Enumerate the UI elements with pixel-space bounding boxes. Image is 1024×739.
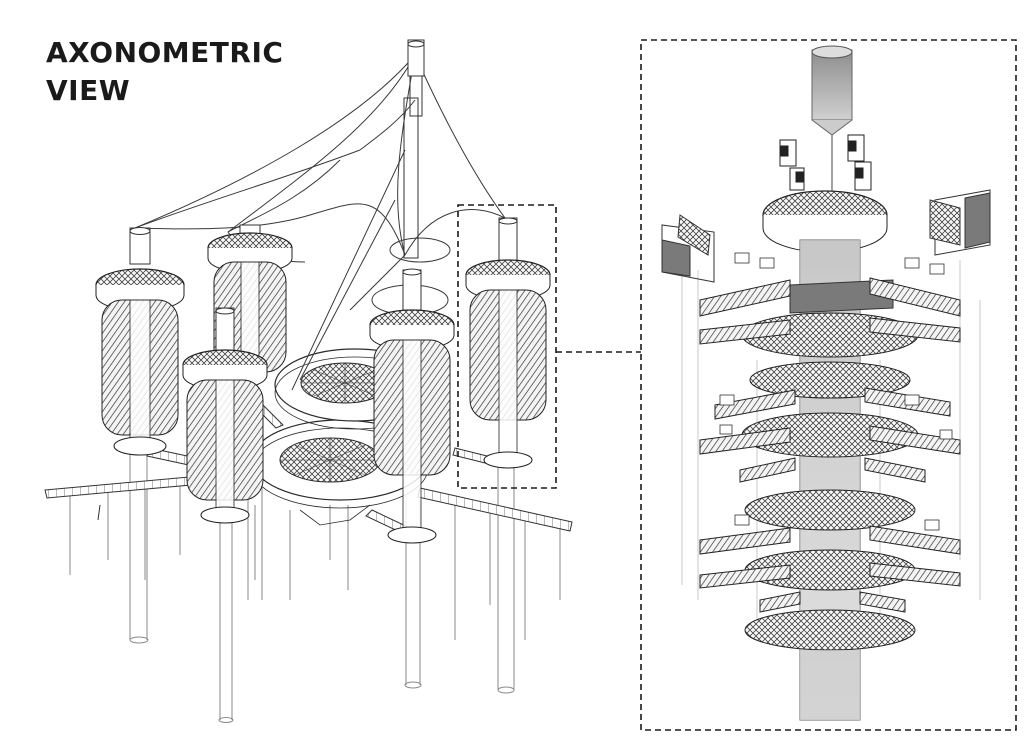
tower-1 <box>95 227 185 456</box>
top-silo <box>811 49 853 121</box>
support-columns <box>69 455 561 723</box>
rooftop-tanks <box>779 134 872 191</box>
membrane-roof <box>134 54 506 391</box>
tower-highlight-box <box>457 204 557 489</box>
detail-callout <box>457 39 1017 731</box>
roof-edge-band <box>97 504 101 521</box>
planter-arms <box>699 277 961 613</box>
title-line-1: AXONOMETRIC <box>46 36 284 69</box>
title-line-2: VIEW <box>46 74 131 107</box>
tower-detail-view <box>661 45 991 721</box>
shade-band <box>789 279 894 314</box>
tower-3 <box>182 307 268 524</box>
tower-4 <box>369 268 455 544</box>
masts <box>403 39 425 259</box>
room-modules <box>719 252 953 531</box>
diagram-title: AXONOMETRIC VIEW <box>46 34 283 110</box>
detail-frame <box>640 39 1017 731</box>
tower-5 <box>465 217 551 469</box>
